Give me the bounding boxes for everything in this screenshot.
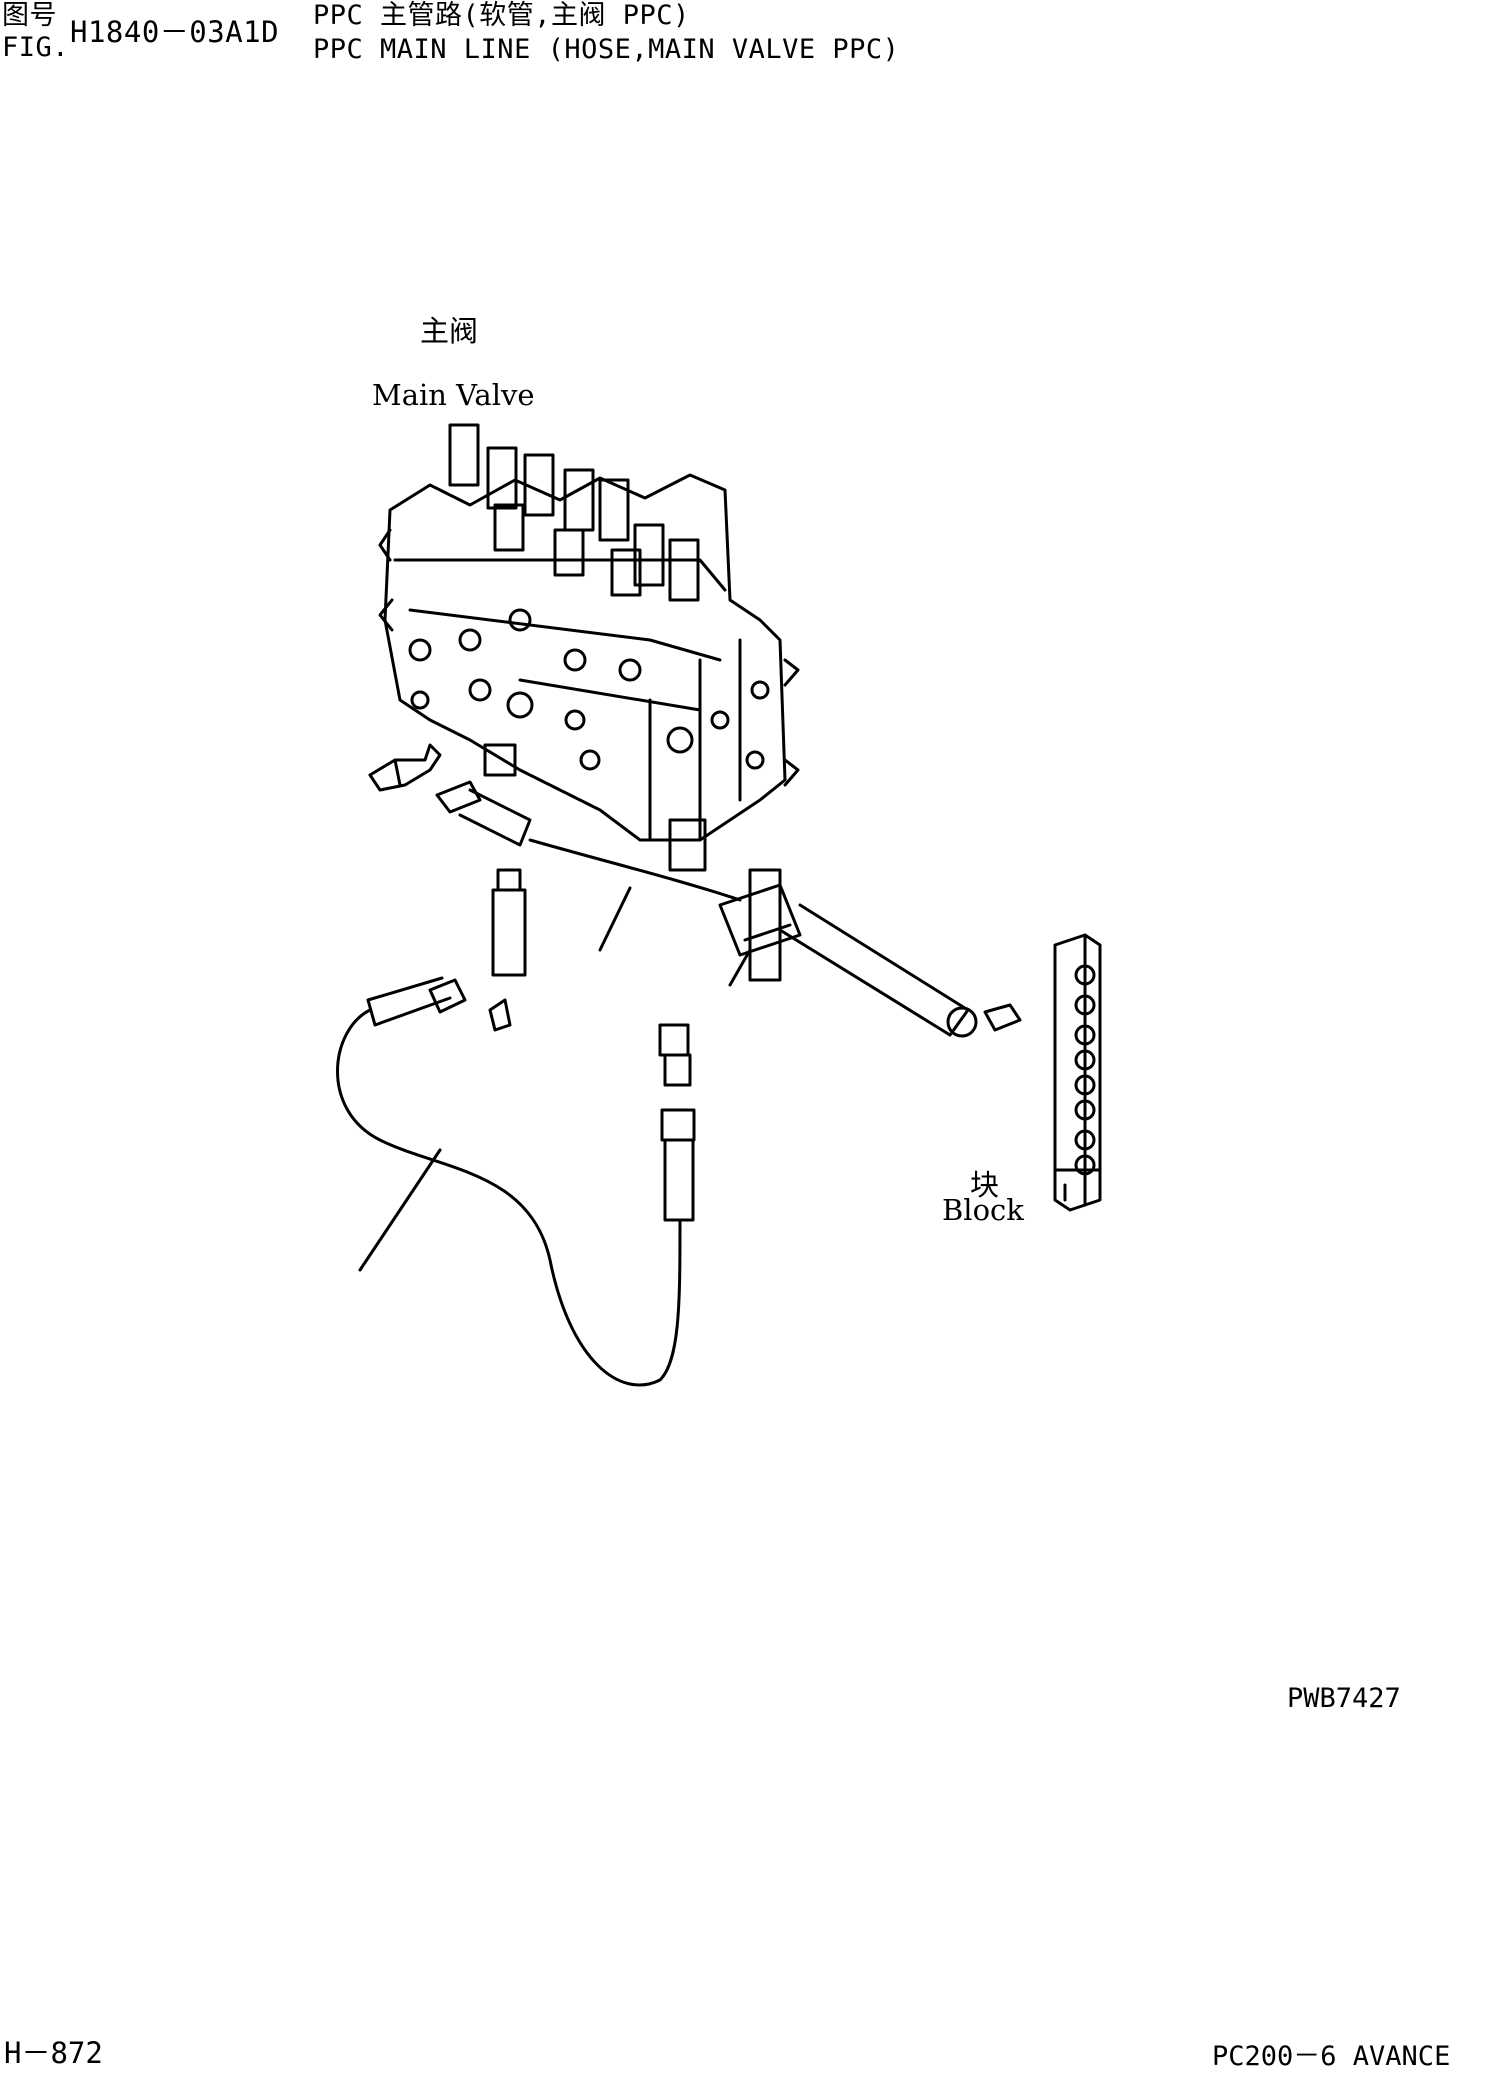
page-number: H－872 xyxy=(4,2036,103,2070)
fig-label-cn: 图号 xyxy=(2,0,57,31)
hose-upper xyxy=(528,838,742,902)
block xyxy=(1053,933,1102,1212)
leader-line xyxy=(728,948,752,987)
hose-to-block xyxy=(778,903,970,1037)
figure-number: H1840－03A1D xyxy=(70,15,280,49)
main-valve-assembly xyxy=(378,423,800,872)
leader-line xyxy=(598,886,632,952)
main-valve-label-cn: 主阀 xyxy=(420,314,479,348)
title-english: PPC MAIN LINE (HOSE,MAIN VALVE PPC) xyxy=(313,34,900,65)
center-fitting xyxy=(658,1023,696,1222)
main-valve-label-en: Main Valve xyxy=(372,378,535,412)
drawing-code: PWB7427 xyxy=(1287,1683,1401,1714)
hose-lower-left xyxy=(366,976,467,1027)
block-label-en: Block xyxy=(942,1193,1024,1227)
elbow-fitting xyxy=(368,743,442,792)
adapter-left xyxy=(488,868,527,1032)
hose-upper-fitting xyxy=(435,780,532,847)
clamp xyxy=(718,868,802,982)
title-chinese: PPC 主管路(软管,主阀 PPC) xyxy=(313,0,690,31)
leader-line xyxy=(358,1148,442,1272)
block-label-cn: 块 xyxy=(970,1168,1000,1202)
fig-label-en: FIG. xyxy=(2,32,70,63)
hose-long xyxy=(336,1008,682,1387)
model-name: PC200－6 AVANCE xyxy=(1212,2041,1451,2072)
